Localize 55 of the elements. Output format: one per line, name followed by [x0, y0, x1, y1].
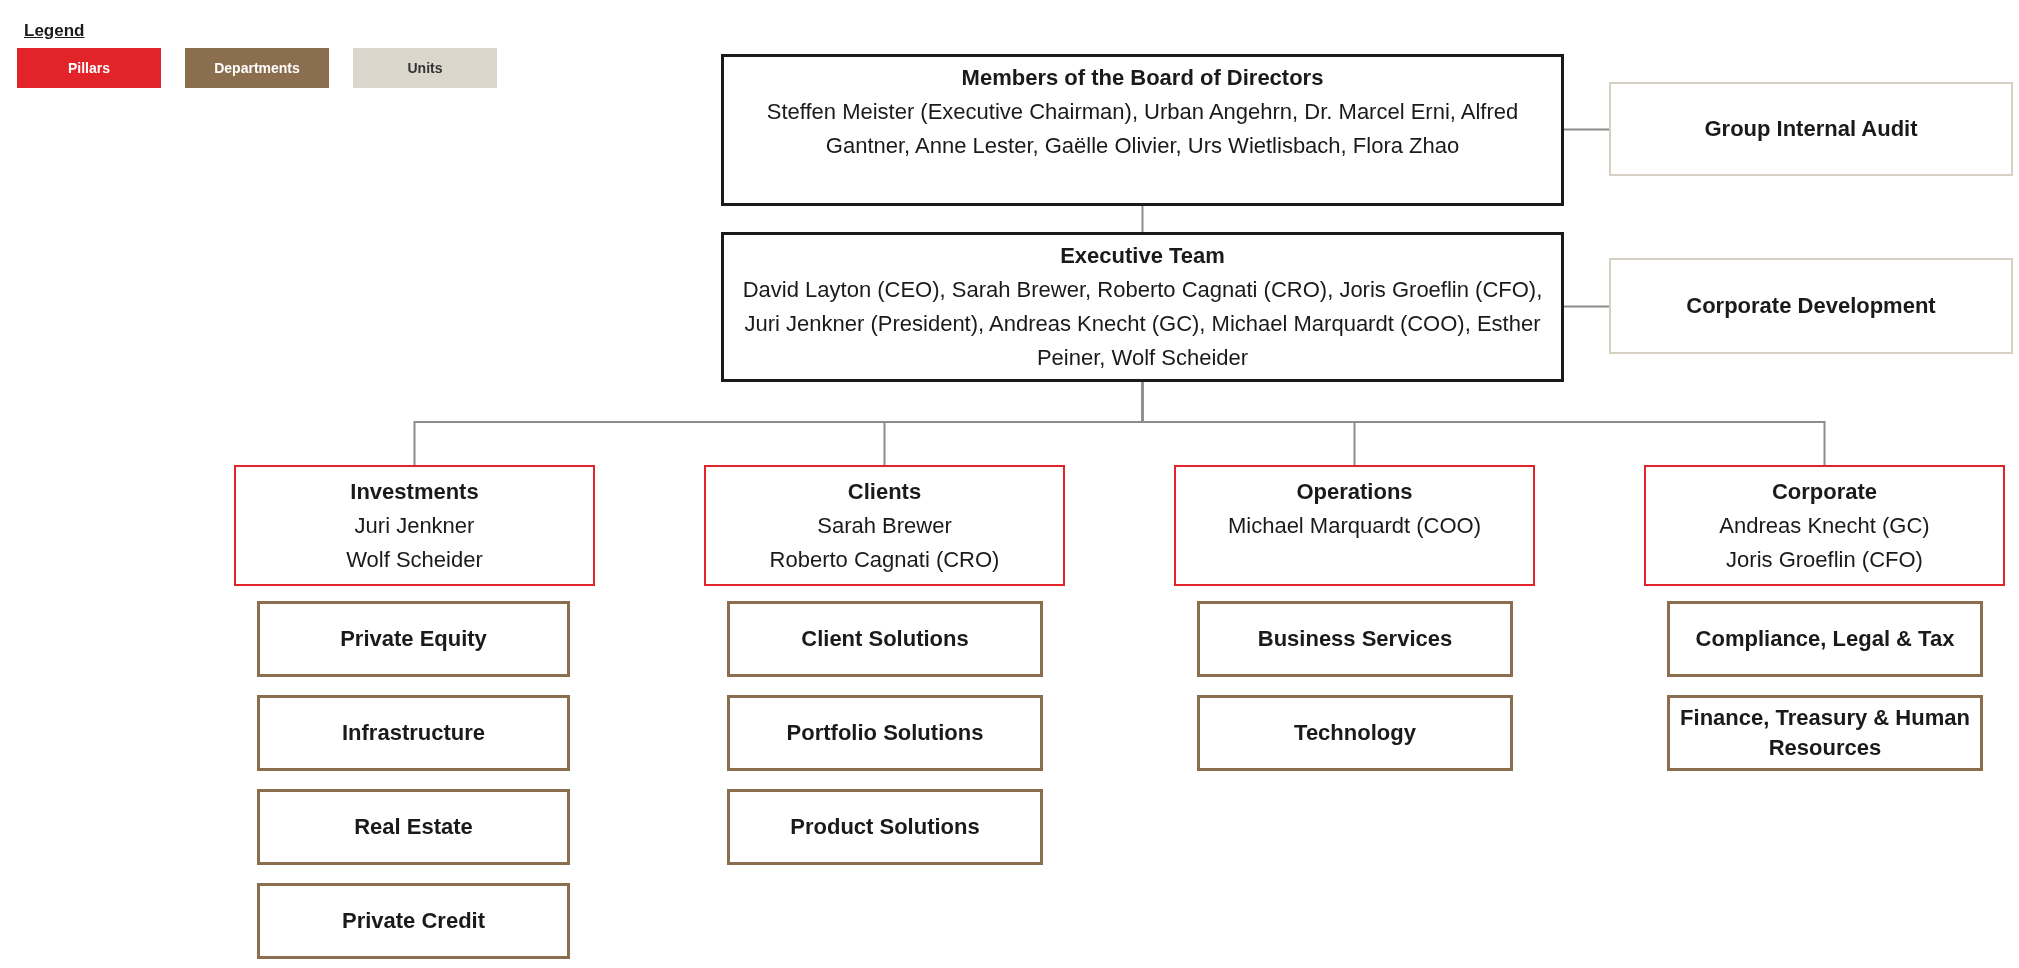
box-heading: Client Solutions [801, 625, 969, 653]
box-heading: Executive Team [1060, 242, 1225, 270]
pillar-box [1644, 465, 2005, 586]
org-box [721, 54, 1564, 206]
box-heading: Business Services [1257, 625, 1453, 653]
department-box [257, 789, 570, 865]
department-box [727, 601, 1043, 677]
pillar-box [1174, 465, 1535, 586]
pillar-box [234, 465, 595, 586]
legend-heading: Legend [24, 22, 85, 39]
box-heading: Investments [350, 478, 479, 506]
org-box [721, 232, 1564, 382]
box-text: David Layton (CEO), Sarah Brewer, Roberto Cagnati (CRO), Joris Groeflin (CFO), Juri Jenkner (President), Andreas Knecht (GC), Michael Marquardt (COO), Esther Peiner, Wolf Scheider [741, 276, 1544, 372]
box-heading: Technology [1294, 719, 1416, 747]
connector-line [1563, 305, 1610, 308]
box-heading: Real Estate [354, 813, 473, 841]
box-text: Joris Groeflin (CFO) [1726, 546, 1923, 574]
box-heading: Operations [1296, 478, 1413, 506]
connector-line [1141, 381, 1826, 466]
department-box [257, 601, 570, 677]
box-heading: Group Internal Audit [1704, 115, 1918, 143]
box-heading: Product Solutions [790, 813, 980, 841]
department-box [1667, 695, 1983, 771]
box-text: Roberto Cagnati (CRO) [769, 546, 1000, 574]
legend-swatch: Units [353, 48, 497, 88]
box-text: Wolf Scheider [346, 546, 483, 574]
box-text: Juri Jenkner [354, 512, 475, 540]
box-heading: Compliance, Legal & Tax [1695, 625, 1955, 653]
department-box [1667, 601, 1983, 677]
box-heading: Members of the Board of Directors [961, 64, 1324, 92]
box-text: Andreas Knecht (GC) [1719, 512, 1930, 540]
box-heading: Infrastructure [341, 719, 485, 747]
box-heading: Corporate [1771, 478, 1878, 506]
connector-line [1563, 128, 1610, 131]
department-box [1197, 695, 1513, 771]
legend-swatch: Departments [185, 48, 329, 88]
connector-line [1141, 205, 1144, 233]
box-heading: Corporate Development [1686, 292, 1936, 320]
box-text: Sarah Brewer [817, 512, 952, 540]
box-heading: Private Equity [340, 625, 487, 653]
department-box [727, 695, 1043, 771]
box-heading: Portfolio Solutions [786, 719, 984, 747]
department-box [1197, 601, 1513, 677]
box-heading: Clients [847, 478, 922, 506]
box-text: Michael Marquardt (COO) [1227, 512, 1482, 540]
unit-box [1609, 258, 2013, 354]
department-box [727, 789, 1043, 865]
unit-box [1609, 82, 2013, 176]
legend-swatch: Pillars [17, 48, 161, 88]
box-heading: Finance, Treasury & Human Resources [1679, 704, 1971, 762]
department-box [257, 883, 570, 959]
box-heading: Private Credit [341, 907, 486, 935]
pillar-box [704, 465, 1065, 586]
box-text: Steffen Meister (Executive Chairman), Urban Angehrn, Dr. Marcel Erni, Alfred Gantner, Anne Lester, Gaëlle Olivier, Urs Wietlisbach, Flora Zhao [765, 98, 1520, 160]
department-box [257, 695, 570, 771]
